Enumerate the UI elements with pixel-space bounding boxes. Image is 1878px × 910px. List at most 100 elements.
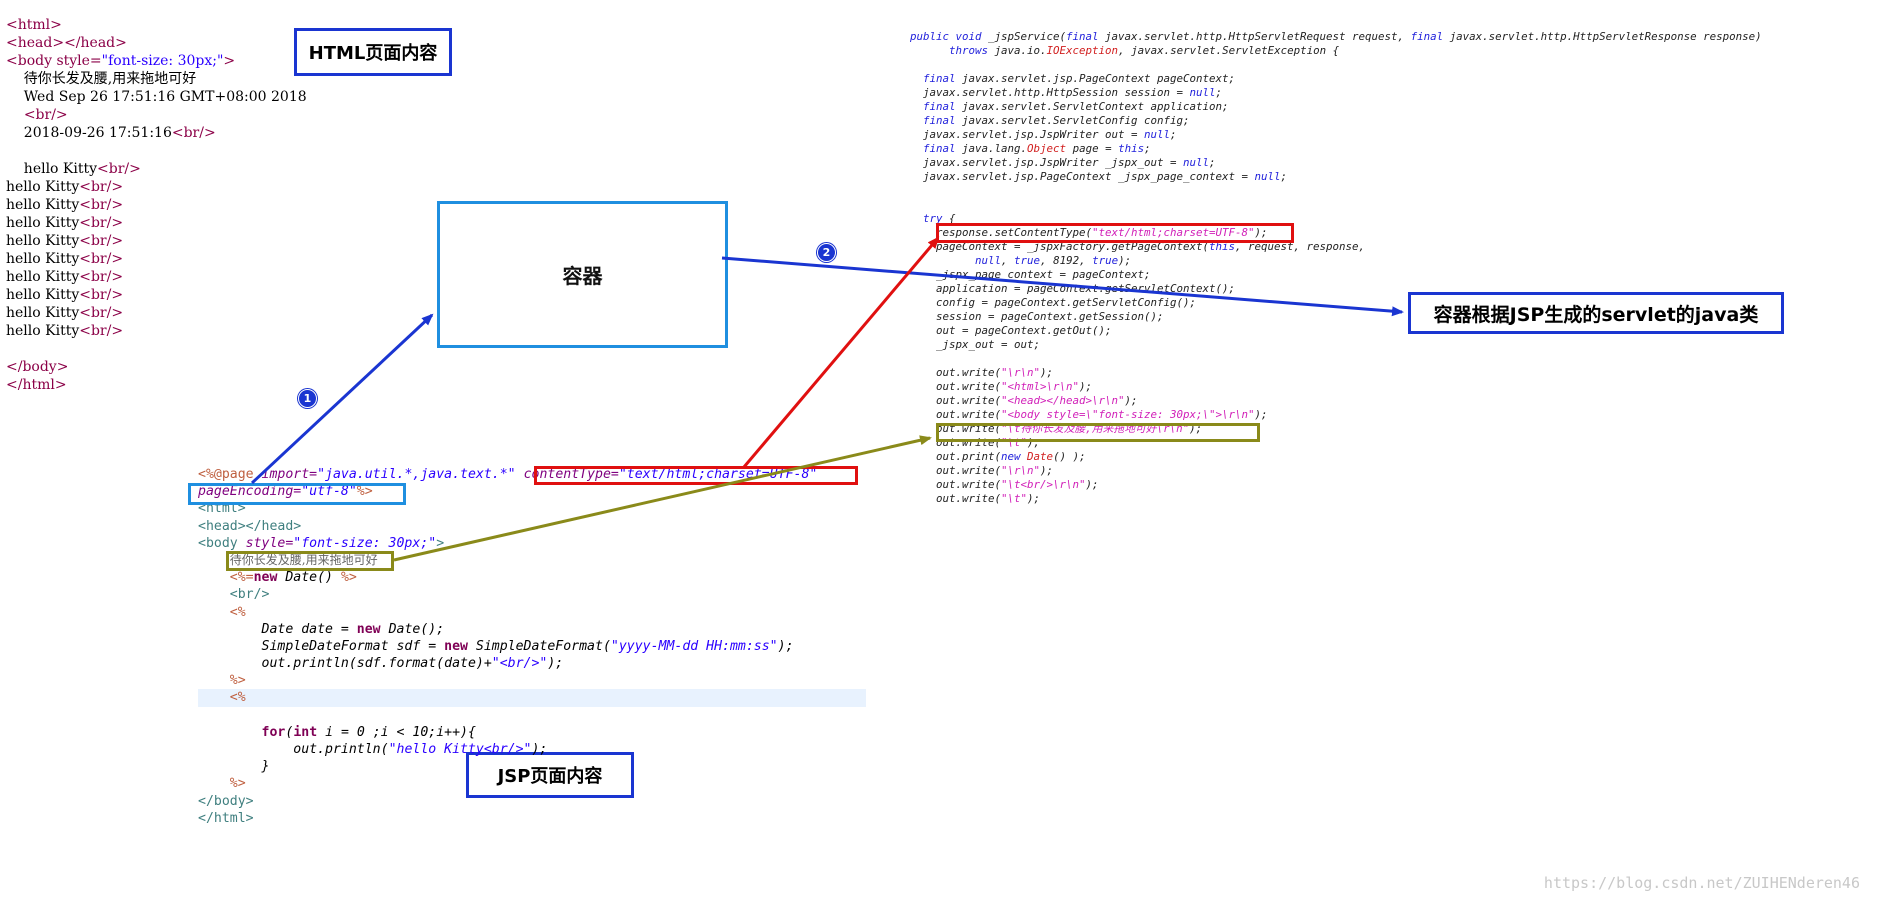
- servlet-code-token: javax.servlet.jsp.PageContext _jspx_page…: [910, 170, 1255, 183]
- servlet-code-line: javax.servlet.jsp.PageContext _jspx_page…: [910, 170, 1810, 184]
- servlet-code-token: java.io.: [988, 44, 1047, 57]
- html-output-token: hello Kitty: [6, 161, 98, 177]
- jsp-code-token: %>: [229, 776, 246, 792]
- html-output-token: <br/>: [79, 251, 124, 267]
- html-output-token: hello Kitty: [6, 269, 80, 285]
- jsp-code-token: </html>: [198, 810, 254, 826]
- html-output-token: hello Kitty: [6, 179, 80, 195]
- jsp-code-token: contentType=: [523, 467, 619, 482]
- jsp-text-highlight: [226, 551, 394, 571]
- servlet-code-line: out.write("\r\n");: [910, 366, 1810, 380]
- servlet-code-line: out.print(new Date() );: [910, 450, 1810, 464]
- html-output-token: hello Kitty: [6, 323, 80, 339]
- jsp-code-line: <%@page import="java.util.*,java.text.*"…: [198, 466, 866, 483]
- jsp-code-token: "font-size: 30px;": [293, 535, 437, 551]
- jsp-code-token: "hello Kitty<br/>": [388, 742, 532, 757]
- html-output-token: hello Kitty: [6, 215, 80, 231]
- servlet-code-token: IOException: [1046, 44, 1119, 57]
- jsp-code-line: for(int i = 0 ;i < 10;i++){: [198, 724, 866, 741]
- jsp-code-token: </body>: [198, 793, 254, 809]
- jsp-code-token: Date();: [380, 621, 445, 637]
- jsp-code-token: SimpleDateFormat sdf =: [198, 638, 445, 654]
- jsp-code-token: Date date =: [198, 621, 357, 637]
- jsp-code-token: int: [293, 724, 318, 740]
- jsp-code-line: %>: [198, 775, 866, 792]
- jsp-code-token: 待你长发及腰,用来拖地可好: [229, 552, 378, 567]
- jsp-code-line: <%: [198, 604, 866, 621]
- servlet-code-token: final: [923, 114, 956, 127]
- jsp-code-line: <%: [198, 689, 866, 707]
- servlet-code-token: "\t<br/>\r\n": [1001, 478, 1086, 491]
- servlet-code-line: javax.servlet.http.HttpSession session =…: [910, 86, 1810, 100]
- jsp-code-token: "utf-8": [301, 484, 357, 500]
- html-output-line: hello Kitty<br/>: [6, 322, 426, 340]
- servlet-code-line: public void _jspService(final javax.serv…: [910, 30, 1810, 44]
- servlet-code-token: out.write(: [910, 478, 1002, 491]
- servlet-code-token: javax.servlet.jsp.JspWriter out =: [910, 128, 1145, 141]
- html-output-line: hello Kitty<br/>: [6, 232, 426, 250]
- html-output-token: <body: [6, 53, 57, 69]
- servlet-code-line: throws java.io.IOException, javax.servle…: [910, 44, 1810, 58]
- arrow-container-to-servlet: [721, 256, 1404, 317]
- html-output-line: hello Kitty<br/>: [6, 250, 426, 268]
- servlet-code-token: final: [1410, 30, 1444, 43]
- servlet-code-token: _jspService(: [981, 30, 1067, 43]
- html-output-token: <br/>: [79, 305, 124, 321]
- servlet-code-line: out.write("\t<br/>\r\n");: [910, 478, 1810, 492]
- servlet-code-token: javax.servlet.ServletContext application…: [955, 100, 1229, 113]
- servlet-code-line: out.write("<html>\r\n");: [910, 380, 1810, 394]
- jsp-code-token: "text/html;charset=UTF-8": [618, 467, 818, 482]
- servlet-code-token: javax.servlet.http.HttpSession session =: [910, 86, 1190, 99]
- html-output-code: <html><head></head><body style="font-siz…: [6, 16, 426, 394]
- servlet-setcontenttype-highlight: [936, 223, 1294, 243]
- jsp-code-line: SimpleDateFormat sdf = new SimpleDateFor…: [198, 638, 866, 655]
- html-output-token: </body>: [6, 359, 69, 375]
- jsp-code-token: <html>: [198, 501, 246, 517]
- jsp-pageencoding-highlight: [188, 483, 406, 505]
- jsp-code-token: import=: [261, 467, 318, 482]
- html-output-line: hello Kitty<br/>: [6, 196, 426, 214]
- jsp-code-token: style=: [245, 535, 294, 551]
- servlet-code-line: response.setContentType("text/html;chars…: [910, 226, 1810, 240]
- servlet-code-token: );: [1254, 408, 1268, 421]
- servlet-code-token: "<head></head>\r\n": [1001, 394, 1125, 407]
- jsp-content-label: JSP页面内容: [466, 752, 634, 798]
- servlet-code-line: config = pageContext.getServletConfig();: [910, 296, 1810, 310]
- html-output-line: <body style="font-size: 30px;">: [6, 52, 426, 70]
- jsp-code-token: "<br/>": [491, 656, 548, 672]
- jsp-code-token: new: [253, 570, 278, 586]
- jsp-code-token: "yyyy-MM-dd HH:mm:ss": [610, 638, 778, 654]
- html-output-line: hello Kitty<br/>: [6, 214, 426, 232]
- html-output-token: hello Kitty: [6, 197, 80, 213]
- servlet-code-token: );: [1027, 492, 1041, 505]
- servlet-code-token: page =: [1066, 142, 1119, 155]
- html-output-token: <head></head>: [6, 35, 127, 51]
- servlet-code-token: Object: [1027, 142, 1067, 155]
- servlet-class-label-text: 容器根据JSP生成的servlet的java类: [1433, 303, 1759, 326]
- jsp-code-line: </body>: [198, 793, 866, 810]
- watermark: https://blog.csdn.net/ZUIHENderen46: [1543, 874, 1860, 892]
- servlet-code-token: final: [1066, 30, 1099, 43]
- servlet-code-token: session = pageContext.getSession();: [910, 310, 1164, 323]
- jsp-code-token: <%=: [229, 570, 254, 586]
- jsp-code-token: new: [444, 638, 468, 654]
- html-output-token: <br/>: [79, 179, 124, 195]
- arrow-jsp-to-container: [250, 313, 434, 485]
- html-output-line: </body>: [6, 358, 426, 376]
- servlet-code-token: this: [1209, 240, 1236, 253]
- jsp-code-line: <head></head>: [198, 518, 866, 535]
- servlet-code-line: null, true, 8192, true);: [910, 254, 1810, 268]
- jsp-code-token: );: [547, 656, 564, 672]
- html-output-token: <br/>: [79, 215, 124, 231]
- html-output-line: hello Kitty<br/>: [6, 304, 426, 322]
- html-content-label-text: HTML页面内容: [308, 43, 438, 64]
- jsp-code-token: );: [531, 742, 548, 757]
- servlet-code-token: );: [1254, 226, 1268, 239]
- servlet-code-line: out = pageContext.getOut();: [910, 324, 1810, 338]
- servlet-code-token: );: [1079, 380, 1093, 393]
- jsp-code-token: <%@page: [198, 467, 262, 482]
- html-output-token: <br/>: [23, 107, 68, 123]
- servlet-code-token: "text/html;charset=UTF-8": [1092, 226, 1255, 239]
- servlet-code-line: final javax.servlet.ServletContext appli…: [910, 100, 1810, 114]
